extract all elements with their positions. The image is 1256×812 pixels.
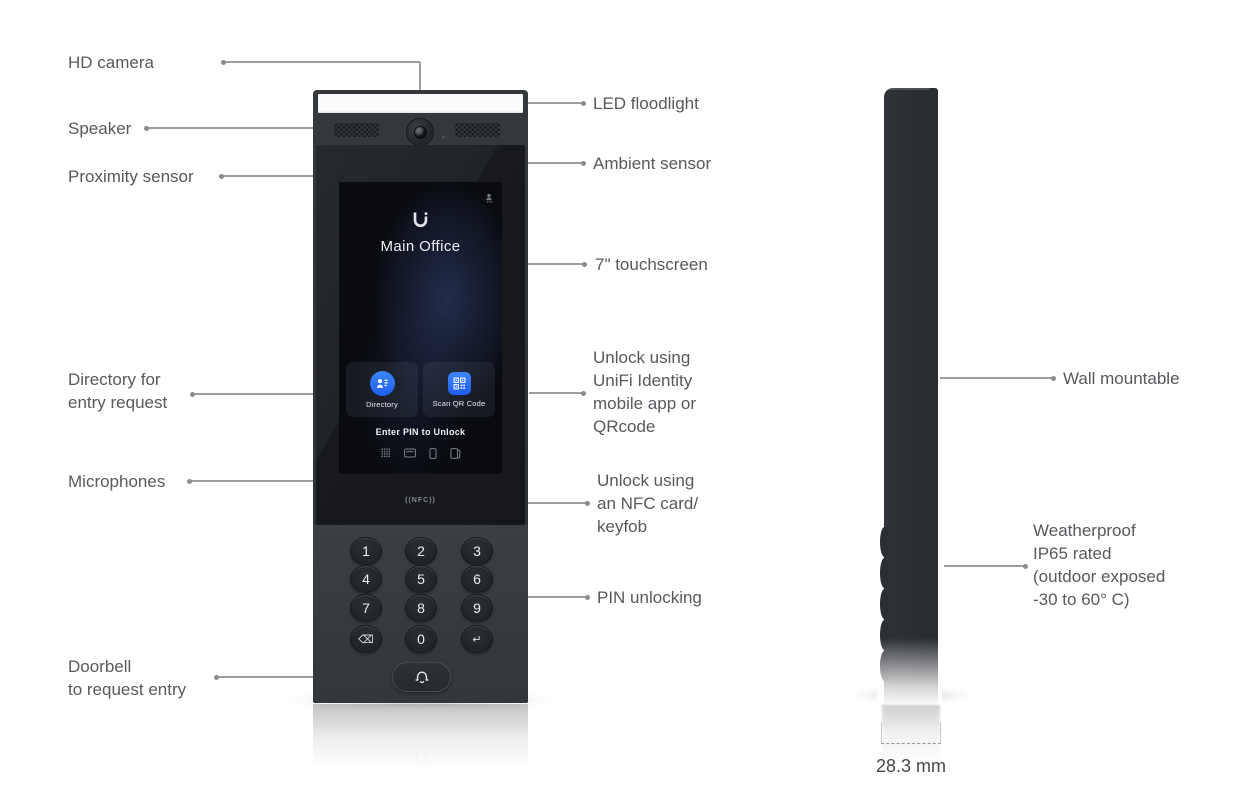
leader-dot-unlock-app [580,390,586,396]
speaker-grille-right [455,123,500,137]
callout-ambient-sensor: Ambient sensor [593,154,712,173]
leader-line-wall-mountable [940,377,1053,379]
side-reflection [882,705,940,765]
side-key-bump [880,620,889,650]
side-key-bump [880,589,889,619]
camera-lens-glass [413,125,427,139]
directory-button[interactable]: Directory [346,362,418,417]
leader-line-hd-camera-drop [419,62,421,114]
keypad-key-8[interactable]: 8 [405,594,437,622]
callout-directory: Directory for entry request [68,370,168,412]
phone-icon [429,448,436,459]
keypad-key-2[interactable]: 2 [405,537,437,565]
nfc-card-icon [403,448,416,458]
leader-line-doorbell [216,676,394,678]
scan-qr-button[interactable]: Scan QR Code [423,362,495,417]
keypad-key-5[interactable]: 5 [405,565,437,593]
keypad-key-7[interactable]: 7 [350,594,382,622]
keypad-key-4[interactable]: 4 [350,565,382,593]
leader-line-pin [500,596,587,598]
ambient-sensor-dot [442,136,445,139]
leader-line-directory [192,393,359,395]
callout-touchscreen: 7" touchscreen [595,255,708,274]
keypad-key-6[interactable]: 6 [461,565,493,593]
keyfob-icon [450,448,460,459]
leader-dot-ambient [580,160,586,166]
unlock-method-icons [339,448,502,459]
callout-speaker: Speaker [68,119,132,138]
intercom-side-view [877,88,942,706]
keypad-key-9[interactable]: 9 [461,594,493,622]
bell-icon [415,671,428,684]
pin-keypad: 1 2 3 4 5 6 7 8 9 ⌫ 0 ↵ [313,525,528,703]
leader-dot-weatherproof [1022,563,1028,569]
leader-line-proximity [221,175,368,177]
leader-dot-doorbell [213,674,219,680]
leader-dot-proximity [218,173,224,179]
front-reflection [313,704,528,784]
leader-dot-unlock-nfc [584,500,590,506]
side-key-bump [880,527,889,557]
callout-unlock-app: Unlock using UniFi Identity mobile app o… [593,348,697,436]
speaker-grille-left [334,123,379,137]
leader-line-weatherproof [944,565,1025,567]
side-body [884,88,938,704]
doorbell-button[interactable] [392,662,451,692]
callout-led-floodlight: LED floodlight [593,94,699,113]
leader-line-unlock-app [529,392,583,394]
side-key-bump [880,558,889,588]
keypad-icon [381,448,390,458]
callout-doorbell: Doorbell to request entry [68,657,187,699]
leader-dot-directory [189,391,195,397]
directory-button-label: Directory [366,399,398,409]
qr-code-icon [447,371,471,395]
callout-pin-unlocking: PIN unlocking [597,588,702,607]
callout-microphones: Microphones [68,472,166,491]
keypad-key-3[interactable]: 3 [461,537,493,565]
leader-dot-microphones [186,478,192,484]
directory-icon [369,370,395,396]
leader-dot-speaker [143,125,149,131]
front-glass-panel: Main Office Directory [316,145,525,525]
callout-weatherproof: Weatherproof IP65 rated (outdoor exposed… [1033,521,1166,609]
callout-wall-mountable: Wall mountable [1063,369,1180,388]
site-name: Main Office [380,238,461,255]
keypad-key-1[interactable]: 1 [350,537,382,565]
leader-line-hd-camera [223,61,420,63]
dimension-bracket [881,722,941,744]
pin-prompt-text: Enter PIN to Unlock [375,427,466,437]
leader-line-speaker [146,127,336,129]
unifi-logo-icon [339,212,502,229]
leader-dot-wall-mountable [1050,375,1056,381]
side-bottom-fade [877,638,942,706]
leader-dot-led-floodlight [580,100,586,106]
callout-proximity-sensor: Proximity sensor [68,167,194,186]
dimension-label: 28.3 mm [875,756,947,776]
callout-hd-camera: HD camera [68,53,154,72]
scan-qr-button-label: Scan QR Code [432,398,486,408]
callout-unlock-nfc: Unlock using an NFC card/ keyfob [597,471,699,536]
keypad-key-0[interactable]: 0 [405,625,437,653]
leader-dot-pin [584,594,590,600]
touchscreen[interactable]: Main Office Directory [339,182,502,474]
keypad-backspace-key[interactable]: ⌫ [350,625,382,653]
leader-line-microphones [189,480,343,482]
leader-line-led-floodlight [500,102,583,104]
access-status-icon [485,191,495,209]
nfc-marking: ((NFC)) [405,497,436,504]
keypad-enter-key[interactable]: ↵ [461,625,493,653]
leader-line-touchscreen [477,263,584,265]
led-floodlight-bar [318,94,523,113]
hd-camera-lens [406,118,434,146]
leader-dot-touchscreen [581,261,587,267]
leader-dot-hd-camera [220,59,226,65]
intercom-front-view: Main Office Directory [313,90,528,703]
